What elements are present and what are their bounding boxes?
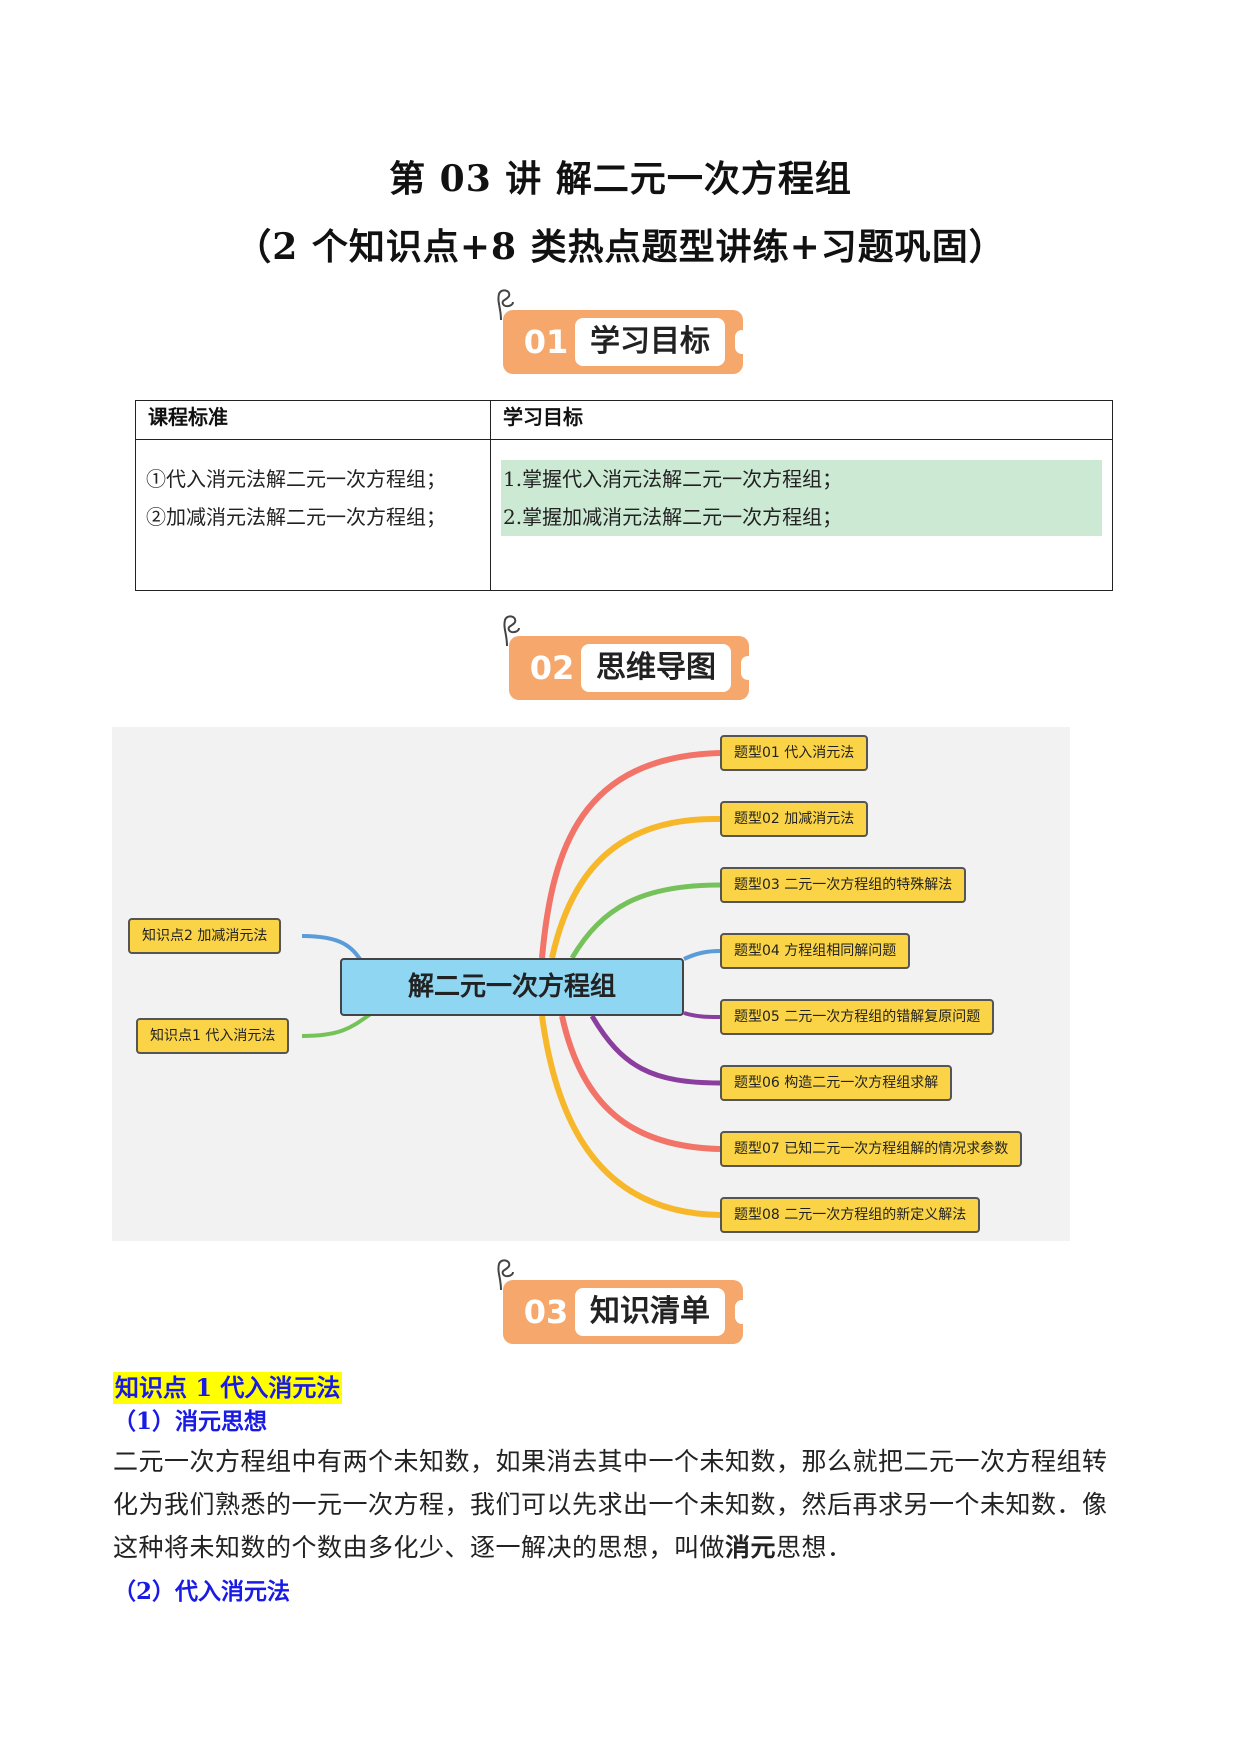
table-header-objective: 学习目标: [490, 400, 1113, 440]
section-number: 02: [529, 649, 575, 687]
standards-cell: ①代入消元法解二元一次方程组； ②加减消元法解二元一次方程组；: [135, 439, 491, 591]
mind-map-type-node: 题型06 构造二元一次方程组求解: [720, 1065, 953, 1101]
branch-line: [569, 882, 721, 960]
objective-item: 1.掌握代入消元法解二元一次方程组；: [501, 460, 1102, 498]
table-header-standard: 课程标准: [135, 400, 491, 440]
paragraph-bold-term: 消元: [725, 1533, 777, 1562]
branch-line: [539, 750, 721, 959]
branch-line: [683, 1011, 721, 1019]
mind-map-type-node: 题型03 二元一次方程组的特殊解法: [720, 867, 967, 903]
section-badge-02: 02 思维导图: [503, 615, 755, 700]
subsection-title: （1）消元思想: [113, 1408, 268, 1435]
paragraph-text: 思想．: [776, 1533, 853, 1562]
section-number: 01: [523, 323, 569, 361]
section-number: 03: [523, 1293, 569, 1331]
mind-map-center: 解二元一次方程组: [340, 958, 684, 1016]
mind-map-branches: [301, 750, 721, 1218]
paragraph-text: 二元一次方程组中有两个未知数，如果消去其中一个未知数，那么就把二元一次方程组转化…: [113, 1447, 1108, 1562]
mind-map-type-node: 题型01 代入消元法: [720, 735, 869, 771]
body-paragraph: 二元一次方程组中有两个未知数，如果消去其中一个未知数，那么就把二元一次方程组转化…: [113, 1440, 1123, 1569]
objective-item: 2.掌握加减消元法解二元一次方程组；: [501, 498, 1102, 536]
section-label: 思维导图: [581, 644, 731, 692]
branch-line: [549, 815, 721, 959]
branch-line: [559, 1015, 721, 1152]
mind-map-type-node: 题型08 二元一次方程组的新定义解法: [720, 1197, 981, 1233]
mind-map-knowledge-node: 知识点1 代入消元法: [136, 1018, 290, 1054]
page-subtitle: （2 个知识点+8 类热点题型讲练+习题巩固）: [235, 226, 1006, 268]
standard-item: ②加减消元法解二元一次方程组；: [146, 505, 446, 529]
mind-map-type-node: 题型02 加减消元法: [720, 801, 869, 837]
branch-line: [301, 1011, 374, 1038]
mind-map-type-node: 题型04 方程组相同解问题: [720, 933, 911, 969]
subsection-title: （2）代入消元法: [113, 1578, 291, 1605]
section-label: 知识清单: [575, 1288, 725, 1336]
section-badge-01: 01 学习目标: [497, 289, 749, 374]
learning-goals-table: 课程标准 学习目标 ①代入消元法解二元一次方程组； ②加减消元法解二元一次方程组…: [135, 400, 1113, 591]
standard-item: ①代入消元法解二元一次方程组；: [146, 467, 446, 491]
section-badge-03: 03 知识清单: [497, 1259, 749, 1344]
mind-map-type-node: 题型07 已知二元一次方程组解的情况求参数: [720, 1131, 1023, 1167]
branch-line: [539, 1015, 721, 1218]
branch-line: [589, 1014, 721, 1086]
hook-icon: [503, 615, 520, 647]
mind-map-type-node: 题型05 二元一次方程组的错解复原问题: [720, 999, 995, 1035]
mind-map-knowledge-node: 知识点2 加减消元法: [128, 918, 282, 954]
mind-map: 解二元一次方程组 知识点2 加减消元法 知识点1 代入消元法 题型01 代入消元…: [112, 727, 1070, 1241]
hook-icon: [497, 289, 514, 321]
section-label: 学习目标: [575, 318, 725, 366]
knowledge-point-title: 知识点 1 代入消元法: [113, 1372, 343, 1404]
page-title: 第 03 讲 解二元一次方程组: [389, 158, 852, 200]
branch-line: [301, 934, 364, 964]
branch-line: [683, 949, 721, 961]
objectives-cell: 1.掌握代入消元法解二元一次方程组； 2.掌握加减消元法解二元一次方程组；: [490, 439, 1113, 591]
hook-icon: [497, 1259, 514, 1291]
